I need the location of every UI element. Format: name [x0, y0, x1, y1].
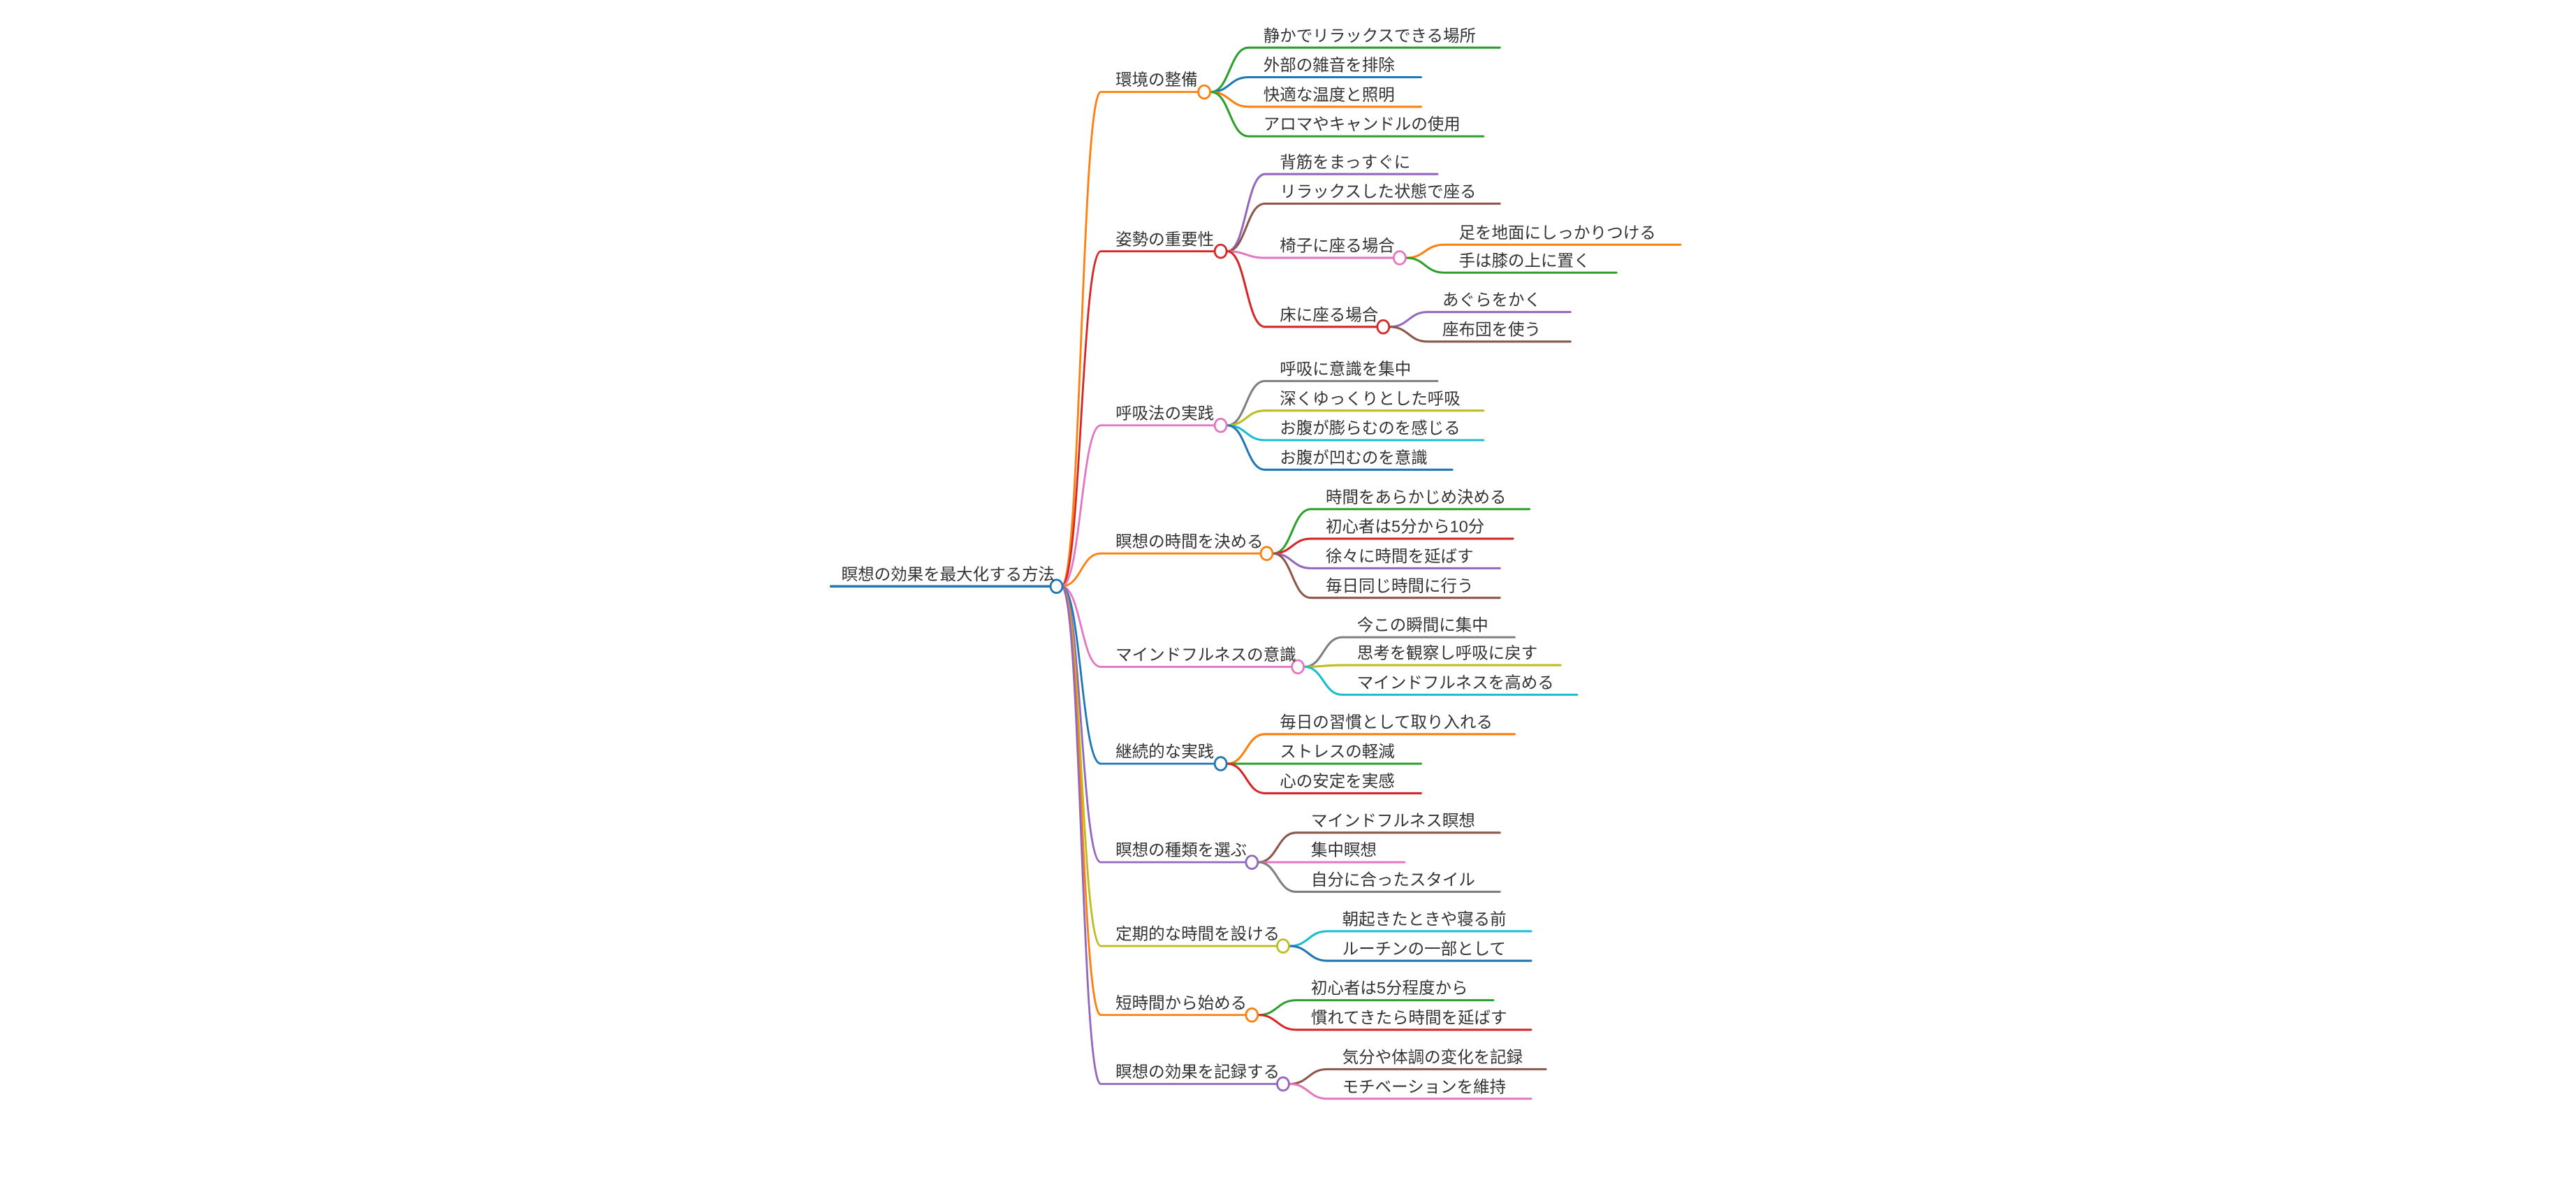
subtopic-label[interactable]: 外部の雑音を排除: [1264, 56, 1395, 74]
branch-node-toggle[interactable]: [1276, 1076, 1290, 1092]
branch-connector-1: [1060, 91, 1199, 588]
subtopic-label[interactable]: 初心者は5分程度から: [1311, 979, 1468, 997]
branch-topic-label[interactable]: 瞑想の種類を選ぶ: [1115, 841, 1247, 859]
branch-2-child-3-leaf-2-connector: [1405, 256, 1618, 274]
branch-node-toggle[interactable]: [1245, 854, 1259, 870]
branch-node-toggle[interactable]: [1213, 418, 1228, 433]
subtopic-label[interactable]: 背筋をまっすぐに: [1280, 153, 1410, 171]
subtopic-label[interactable]: リラックスした状態で座る: [1280, 182, 1476, 201]
leaf-topic-label[interactable]: 座布団を使う: [1442, 321, 1541, 339]
branch-3-child-1-connector: [1226, 379, 1439, 427]
branch-5-child-3-connector: [1303, 665, 1579, 696]
subtopic-label[interactable]: 床に座る場合: [1280, 305, 1378, 323]
branch-2-child-4-connector: [1226, 250, 1378, 328]
subtopic-label[interactable]: マインドフルネス瞑想: [1311, 811, 1475, 829]
branch-2-child-3-connector: [1226, 250, 1394, 259]
branch-connector-3: [1060, 424, 1215, 588]
subtopic-label[interactable]: 自分に合ったスタイル: [1311, 871, 1475, 889]
branch-6-child-3-connector: [1226, 762, 1422, 794]
subtopic-label[interactable]: 深くゆっくりとした呼吸: [1280, 389, 1460, 407]
branch-connector-8: [1060, 585, 1278, 947]
branch-6-child-1-connector: [1226, 733, 1516, 765]
subtopic-label[interactable]: マインドフルネスを高める: [1357, 674, 1554, 692]
branch-8-child-2-connector: [1288, 945, 1532, 962]
subtopic-label[interactable]: 心の安定を実感: [1280, 772, 1395, 790]
branch-connector-10: [1060, 585, 1278, 1085]
subtopic-label[interactable]: 慣れてきたら時間を延ばす: [1311, 1009, 1507, 1027]
subtopic-label[interactable]: 毎日同じ時間に行う: [1326, 576, 1473, 595]
branch-topic-label[interactable]: 瞑想の時間を決める: [1115, 532, 1264, 551]
leaf-topic-label[interactable]: あぐらをかく: [1442, 291, 1541, 309]
branch-topic-label[interactable]: マインドフルネスの意識: [1115, 646, 1296, 664]
branch-node-toggle[interactable]: [1197, 84, 1211, 100]
subtopic-label[interactable]: ストレスの軽減: [1280, 743, 1395, 761]
leaf-topic-label[interactable]: 手は膝の上に置く: [1458, 252, 1590, 270]
branch-node-toggle[interactable]: [1291, 659, 1305, 675]
subtopic-label[interactable]: お腹が膨らむのを感じる: [1280, 419, 1460, 437]
branch-topic-label[interactable]: 姿勢の重要性: [1115, 230, 1214, 248]
branch-connector-7: [1060, 585, 1247, 864]
branch-topic-label[interactable]: 継続的な実践: [1115, 743, 1214, 761]
branch-connector-5: [1060, 585, 1293, 668]
branch-2-child-2-connector: [1226, 202, 1501, 253]
branch-1-child-4-connector: [1209, 91, 1485, 138]
branch-4-child-1-connector: [1272, 508, 1531, 555]
branch-topic-label[interactable]: 瞑想の効果を記録する: [1115, 1063, 1280, 1081]
branch-node-toggle[interactable]: [1213, 243, 1228, 259]
branch-node-toggle[interactable]: [1259, 546, 1274, 562]
subtopic-label[interactable]: モチベーションを維持: [1342, 1077, 1507, 1095]
branch-7-child-3-connector: [1257, 861, 1501, 893]
subtopic-label[interactable]: 時間をあらかじめ決める: [1326, 488, 1506, 506]
subtopic-label[interactable]: お腹が凹むのを意識: [1280, 449, 1427, 467]
subtopic-label[interactable]: 気分や体調の変化を記録: [1342, 1048, 1523, 1066]
branch-10-child-2-connector: [1288, 1082, 1532, 1100]
branch-node-toggle[interactable]: [1213, 756, 1228, 771]
branch-topic-label[interactable]: 定期的な時間を設ける: [1115, 925, 1280, 943]
branch-5-child-2-connector: [1303, 664, 1562, 668]
branch-topic-label[interactable]: 呼吸法の実践: [1115, 404, 1214, 422]
branch-4-child-4-connector: [1272, 552, 1501, 599]
branch-connector-6: [1060, 585, 1215, 765]
subtopic-label[interactable]: アロマやキャンドルの使用: [1264, 115, 1461, 133]
subtopic-label[interactable]: 集中瞑想: [1311, 841, 1377, 859]
branch-node-toggle[interactable]: [1276, 938, 1290, 954]
branch-9-child-2-connector: [1257, 1014, 1532, 1031]
branch-topic-label[interactable]: 環境の整備: [1115, 71, 1198, 89]
subtopic-label[interactable]: 呼吸に意識を集中: [1280, 360, 1411, 378]
subtopic-label[interactable]: 初心者は5分から10分: [1326, 518, 1484, 536]
subtopic-label[interactable]: 椅子に座る場合: [1280, 237, 1395, 255]
subtopic-label[interactable]: 今この瞬間に集中: [1357, 616, 1488, 634]
subtopic-label[interactable]: 快適な温度と照明: [1264, 85, 1395, 103]
subtopic-label[interactable]: ルーチンの一部として: [1342, 940, 1506, 958]
branch-connector-2: [1060, 250, 1215, 588]
root-node-toggle[interactable]: [1049, 578, 1064, 595]
subtopic-label[interactable]: 徐々に時間を延ばす: [1326, 547, 1473, 565]
subtopic-label[interactable]: 毎日の習慣として取り入れる: [1280, 713, 1493, 731]
subtopic-node-toggle[interactable]: [1392, 250, 1407, 265]
subtopic-label[interactable]: 朝起きたときや寝る前: [1342, 910, 1507, 928]
branch-topic-label[interactable]: 短時間から始める: [1115, 993, 1247, 1012]
root-topic-label[interactable]: 瞑想の効果を最大化する方法: [842, 565, 1055, 583]
branch-1-child-1-connector: [1209, 46, 1501, 94]
branch-2-child-1-connector: [1226, 173, 1439, 253]
branch-node-toggle[interactable]: [1245, 1007, 1259, 1023]
subtopic-label[interactable]: 思考を観察し呼吸に戻す: [1357, 644, 1538, 662]
branch-2-child-4-leaf-2-connector: [1389, 326, 1572, 343]
branch-3-child-4-connector: [1226, 424, 1454, 471]
branch-connector-4: [1060, 552, 1261, 588]
subtopic-label[interactable]: 静かでリラックスできる場所: [1264, 27, 1476, 45]
subtopic-node-toggle[interactable]: [1376, 319, 1391, 335]
branch-5-child-1-connector: [1303, 636, 1516, 668]
leaf-topic-label[interactable]: 足を地面にしっかりつける: [1458, 224, 1655, 242]
branch-7-child-1-connector: [1257, 831, 1501, 864]
